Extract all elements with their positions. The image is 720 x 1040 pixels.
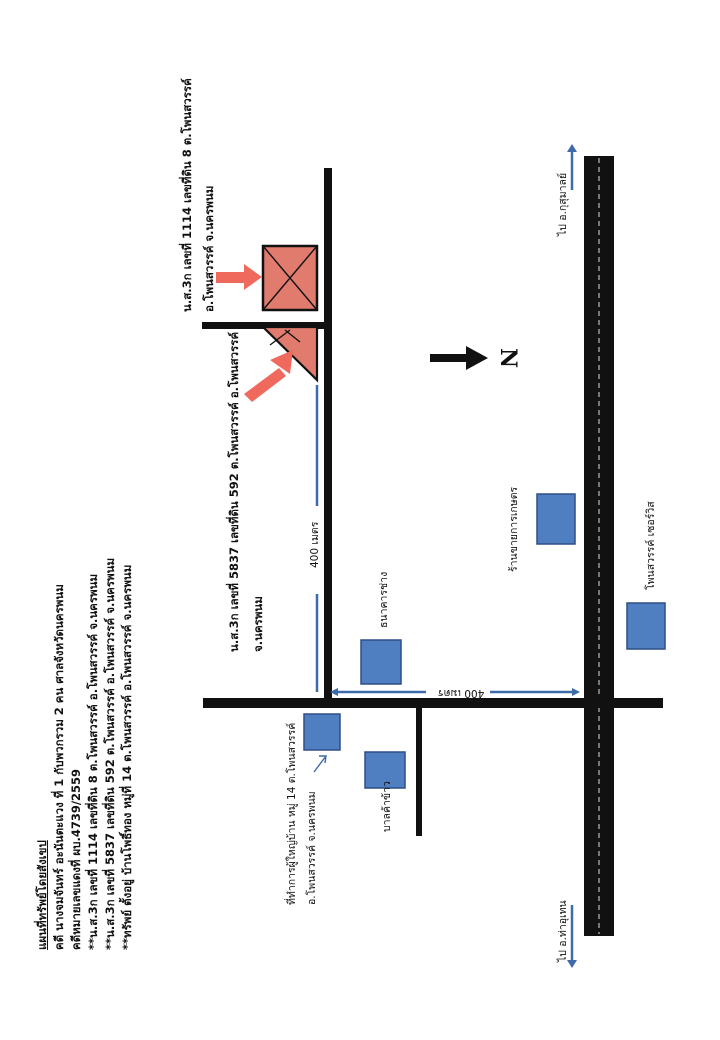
side-road	[416, 708, 422, 836]
map-title: แผนที่ทรัพย์โดยสังเขป	[35, 840, 49, 950]
building-village-office	[303, 713, 341, 751]
parcel-1114-line: **น.ส.3ก เลขที่ 1114 เลขที่ดิน 8 ต.โพนสว…	[86, 573, 100, 950]
rice-shop-label: บาลค้าข้าว	[381, 781, 393, 832]
building-agri-shop	[536, 493, 576, 545]
parcel-5837-line: **น.ส.3ก เลขที่ 5837 เลขที่ดิน 592 ต.โพน…	[103, 557, 117, 950]
location-line: **ทรัพย์ ตั้งอยู่ บ้านโพธิ์ทอง หมู่ที่ 1…	[120, 564, 134, 950]
agri-shop-label: ร้านขายการเกษตร	[508, 486, 520, 572]
soi-road	[324, 168, 332, 703]
north-label: N	[495, 347, 522, 369]
case-number-line: คดีหมายเลขแดงที่ ผบ.4739/2559	[69, 768, 83, 950]
branch-road	[202, 322, 330, 329]
parcel-arrow-icon	[244, 350, 293, 402]
measure-line-main-road	[330, 688, 580, 696]
parcel-5837-label: น.ส.3ก เลขที่ 5837 เลขที่ดิน 592 ต.โพนสว…	[227, 331, 265, 652]
building-resort	[626, 602, 666, 650]
building-bank	[360, 639, 402, 685]
pointer-arrow-icon	[313, 755, 327, 773]
distance-label-soi: 400 เมตร	[309, 521, 321, 568]
main-road	[203, 698, 663, 708]
parcel-1114-label: น.ส.3ก เลขที่ 1114 เลขที่ดิน 8 ต.โพนสวรร…	[180, 78, 216, 312]
parcel-1114	[261, 244, 319, 312]
direction-south-label: ไป อ.ท่าอุเทน	[557, 900, 569, 962]
header-block: แผนที่ทรัพย์โดยสังเขป คดี นางจมจันทร์ อะ…	[34, 558, 136, 950]
parcel-arrow-icon	[216, 264, 262, 290]
village-office-label: ที่ทำการผู้ใหญ่บ้าน หมู่ 14 ต.โพนสวรรค์ …	[286, 722, 318, 905]
bank-label: ธนาคารช่าง	[378, 571, 390, 628]
resort-label: โพนสวรรค์ เซอร์วิส	[645, 501, 657, 590]
direction-line-north	[567, 144, 577, 190]
case-line: คดี นางจมจันทร์ อะนันตะแวง ที่ 1 กับพวกร…	[52, 584, 66, 950]
direction-north-label: ไป อ.กุสุมาลย์	[557, 172, 569, 236]
north-arrow-icon	[430, 346, 488, 370]
building-rice-shop	[364, 751, 406, 789]
distance-label-main-road: 400 เมตร	[438, 687, 485, 699]
direction-line-south	[567, 905, 577, 968]
